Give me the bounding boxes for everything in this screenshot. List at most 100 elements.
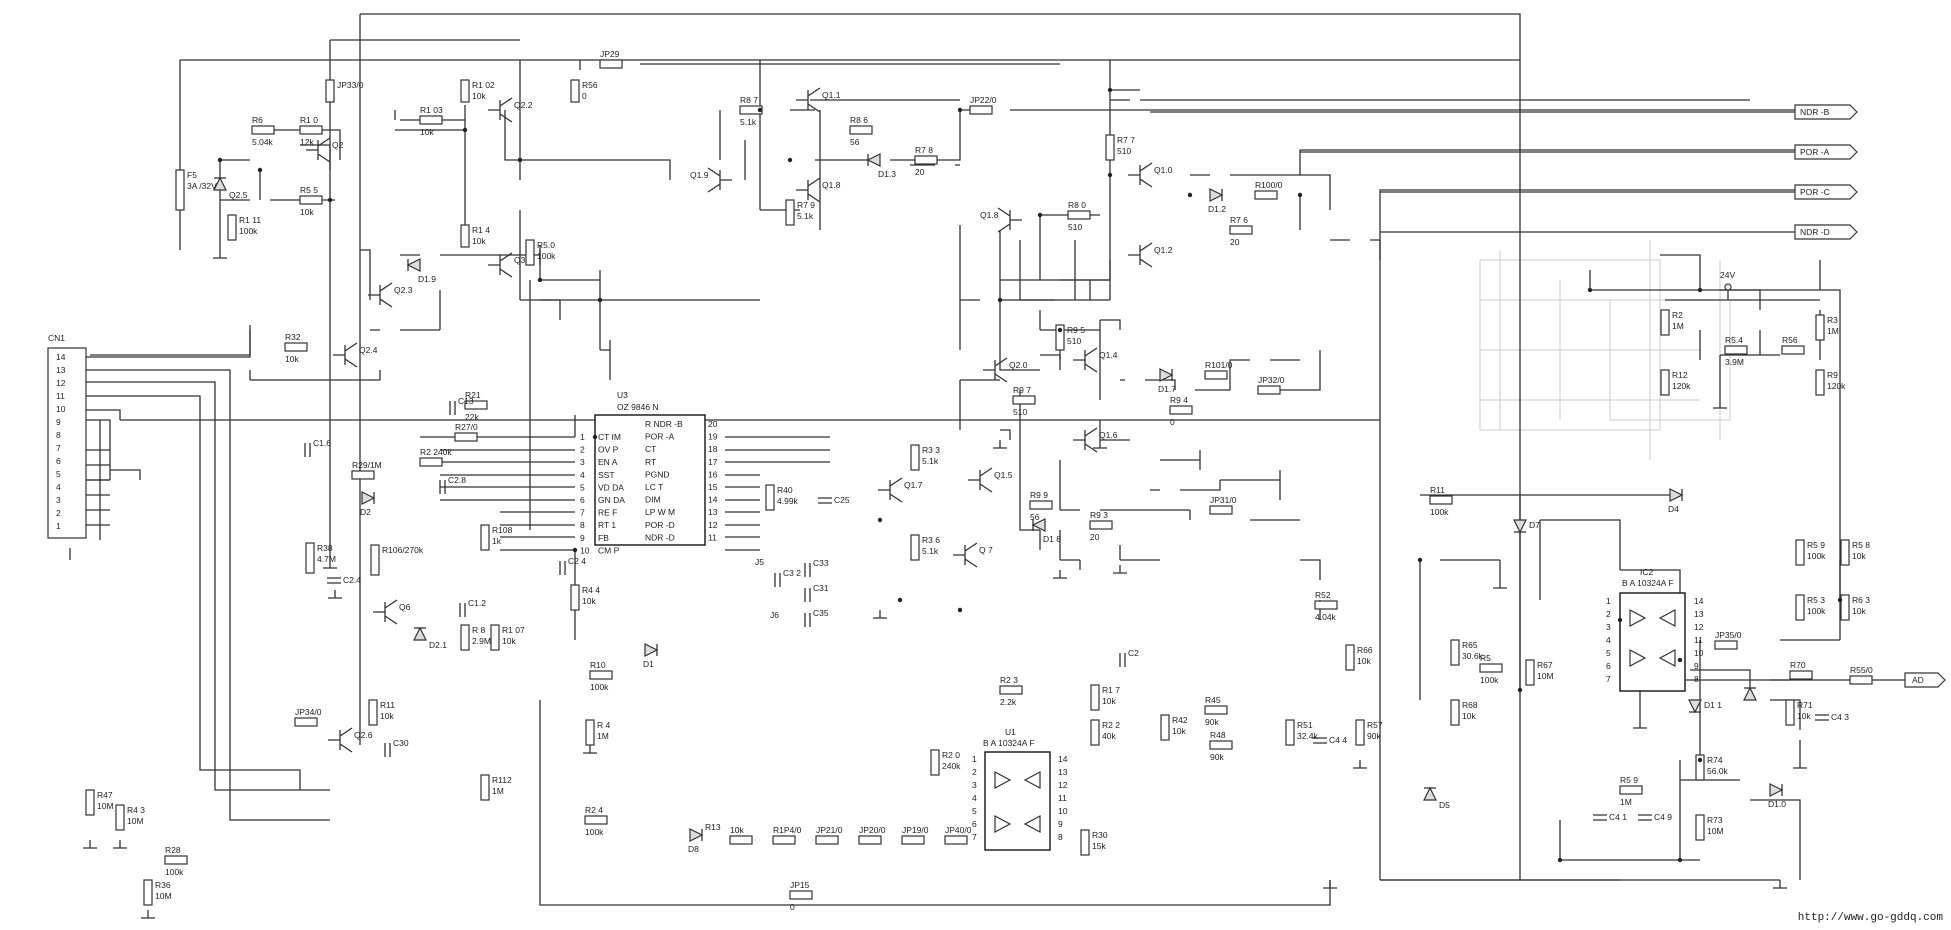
faint-background: [1479, 240, 1731, 460]
c35-capacitor: [804, 613, 811, 627]
ground-symbol: [1633, 720, 1647, 729]
r2-ref: R2 240k: [420, 447, 452, 457]
r14-value: 10k: [472, 236, 486, 246]
connector-pin-label: 8: [56, 430, 61, 440]
r111b-ref: R11: [1430, 485, 1445, 495]
r54-ref: R5.4: [1725, 335, 1743, 345]
ic2-pin-number: 10: [1694, 648, 1704, 658]
jp320-ref: JP32/0: [1258, 375, 1285, 385]
r66-resistor: [1345, 644, 1355, 671]
r50-ref: R5.0: [537, 240, 555, 250]
q6-ref: Q6: [399, 602, 411, 612]
connector-pin-label: 13: [56, 365, 66, 375]
r38-value: 4.7M: [317, 554, 336, 564]
d2-diode: [361, 491, 376, 505]
svg-text:AD: AD: [1912, 675, 1924, 685]
r110-value: 12k: [300, 137, 314, 147]
r43-ref: R4 3: [127, 805, 145, 815]
r6-resistor: [251, 125, 275, 135]
r36-value: 5.1k: [922, 546, 939, 556]
u3-pin-name: SST: [598, 470, 615, 480]
q12-ref: Q1.2: [1154, 245, 1173, 255]
jp35-resistor: [1714, 640, 1738, 650]
r102-ref: R1 02: [472, 80, 495, 90]
r63-resistor: [1840, 594, 1850, 621]
junction-dot: [957, 107, 963, 113]
d7-ref: D7: [1529, 520, 1540, 530]
d18-ref: D1 8: [1043, 534, 1061, 544]
junction-dot: [1057, 327, 1063, 333]
d17-ref: D1.7: [1158, 384, 1176, 394]
ground-symbol: [1053, 570, 1067, 579]
jp29-ref: JP29: [600, 49, 620, 59]
r53-resistor: [1795, 594, 1805, 621]
u3-pin-number: 13: [708, 507, 718, 517]
r10-resistor: [589, 670, 613, 680]
q10-ref: Q1.0: [1154, 165, 1173, 175]
svg-text:NDR -B: NDR -B: [1800, 107, 1830, 117]
junction-dot: [1697, 287, 1703, 293]
r99-resistor: [1029, 500, 1053, 510]
output-por-c: POR -C: [1794, 184, 1858, 200]
r33-value: 5.1k: [922, 456, 939, 466]
u3-pin-name: FB: [598, 533, 609, 543]
c49-capacitor: [1638, 814, 1652, 821]
c16-ref: C1.6: [313, 438, 331, 448]
connector-pin-label: 6: [56, 456, 61, 466]
u3-pin-number: 2: [580, 445, 585, 455]
c41-capacitor: [1593, 814, 1607, 821]
supply-24v: 24V: [1665, 270, 1820, 301]
r17-ref: R1 7: [1102, 685, 1120, 695]
chain-0-resistor: [729, 835, 753, 845]
r55-resistor: [299, 195, 323, 205]
u1-part: B A 10324A F: [983, 738, 1035, 748]
r48-ref: R48: [1210, 730, 1226, 740]
r33-ref: R3 3: [922, 445, 940, 455]
u3-pin-number: 16: [708, 469, 718, 479]
r1010-resistor: [1204, 370, 1228, 380]
r30-ref: R30: [1092, 830, 1108, 840]
r17-value: 10k: [1102, 696, 1116, 706]
r66-ref: R66: [1357, 645, 1373, 655]
ground-symbol: [1773, 880, 1787, 889]
q24-ref: Q2.4: [359, 345, 378, 355]
c2-capacitor: [1119, 653, 1126, 667]
jp34-resistor: [294, 717, 318, 727]
u3-pin-name: R NDR -B: [645, 419, 683, 429]
u3-pin-number: 10: [580, 545, 590, 555]
r5x-value: 100k: [1480, 675, 1499, 685]
r21-value: 22k: [465, 412, 479, 422]
r6-ref: R6: [252, 115, 263, 125]
r87-ref: R8 7: [740, 95, 758, 105]
r93-ref: R9 3: [1090, 510, 1108, 520]
jp31-ref: JP31/0: [1210, 495, 1237, 505]
ic2-pin-number: 14: [1694, 596, 1704, 606]
u3-pin-name: POR -A: [645, 432, 675, 442]
u3-pin-name: CT: [645, 444, 656, 454]
c13-capacitor: [449, 401, 456, 415]
ground-symbol: [1323, 880, 1337, 889]
ground-symbol: [328, 590, 342, 599]
r67-resistor: [1525, 659, 1535, 686]
r32-resistor: [284, 342, 308, 352]
r58-resistor: [1840, 539, 1850, 566]
r12-value: 120k: [1672, 381, 1691, 391]
r2b-resistor: [1660, 309, 1670, 336]
ground-symbol: [1093, 440, 1107, 449]
junction-dot: [897, 597, 903, 603]
r8-resistor: [460, 624, 470, 651]
r1010-ref: R101/0: [1205, 360, 1233, 370]
r76-value: 20: [1230, 237, 1240, 247]
r54-value: 3.9M: [1725, 357, 1744, 367]
r36-resistor: [910, 534, 920, 561]
c31-ref: C31: [813, 583, 829, 593]
c2-ref: C2: [1128, 648, 1139, 658]
r57-value: 90k: [1367, 731, 1381, 741]
c24b-capacitor: [559, 561, 566, 575]
d13-diode: [866, 153, 881, 167]
connector-pin-label: 14: [56, 352, 66, 362]
d11-ref: D1 1: [1704, 700, 1722, 710]
r57-resistor: [1355, 719, 1365, 746]
junction-dot: [592, 434, 598, 440]
